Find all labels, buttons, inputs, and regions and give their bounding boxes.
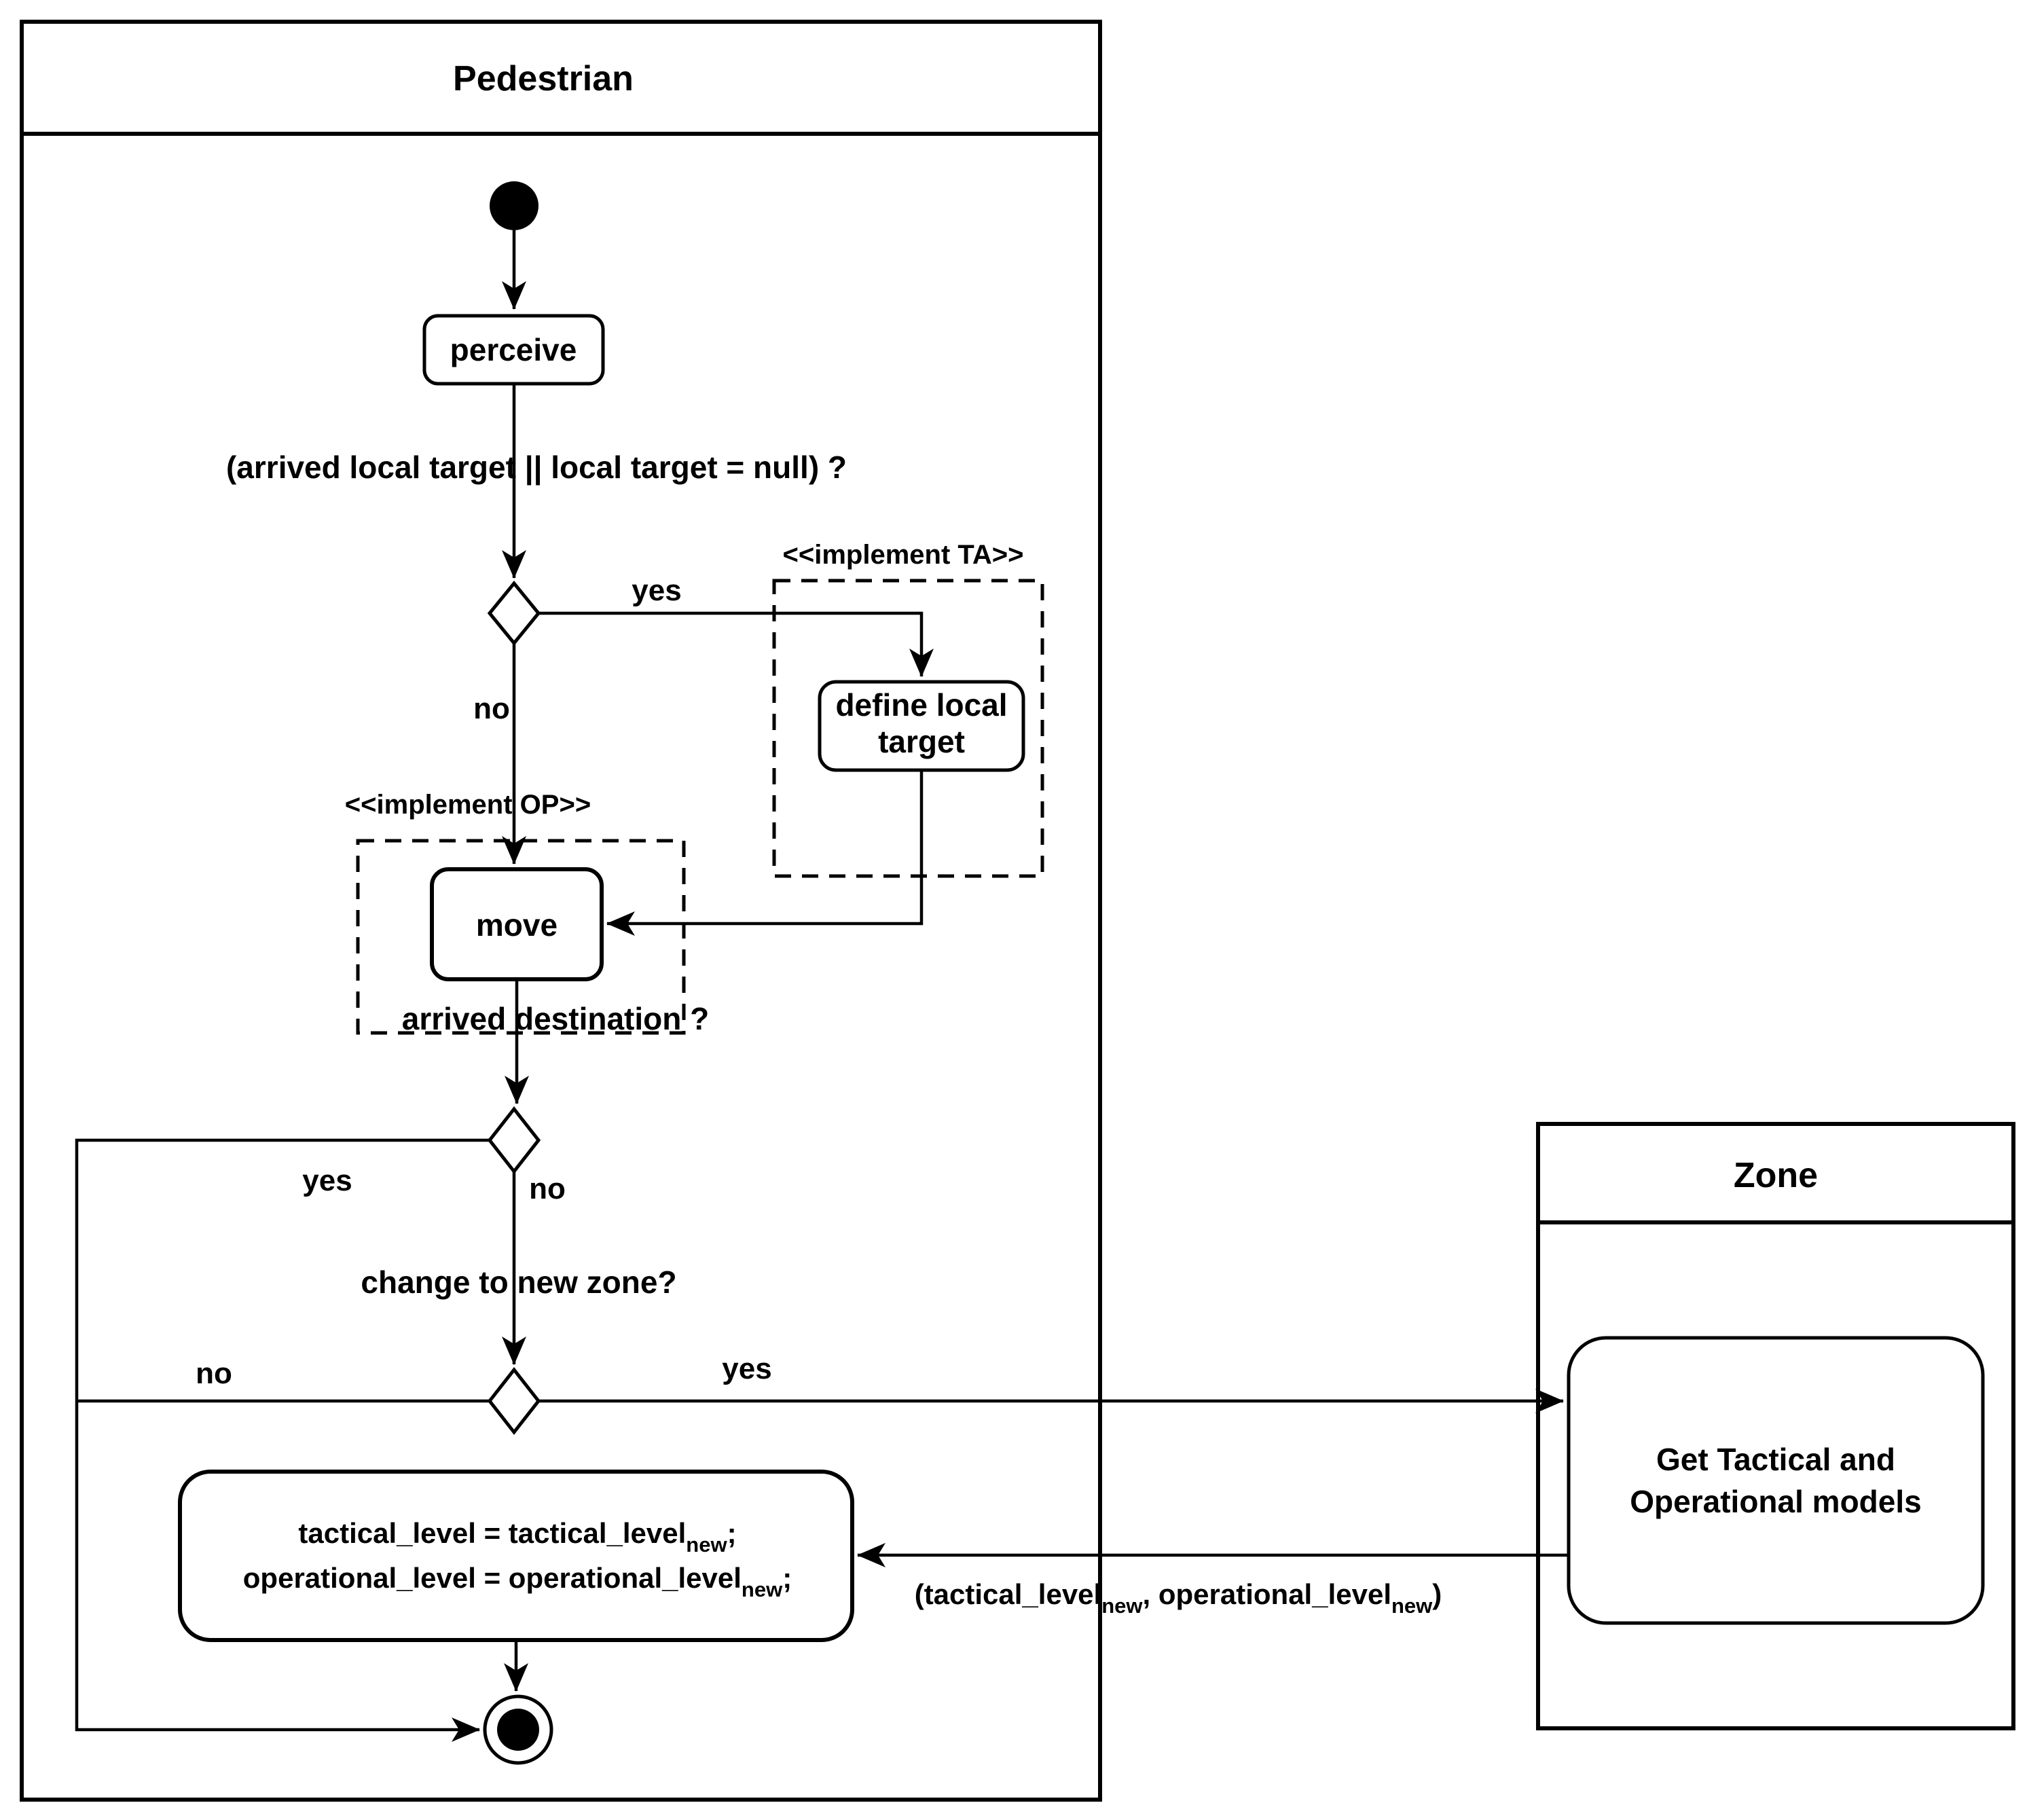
decision2-yes-label: yes: [302, 1164, 352, 1197]
zone-partition: [1536, 1122, 2015, 1730]
define-local-target-label-line1: define local: [835, 687, 1007, 723]
edge-decision1-yes-to-define: [538, 611, 934, 677]
final-node-inner: [497, 1709, 539, 1751]
return-label-sub1: new: [1101, 1594, 1143, 1618]
decision1-no-label: no: [473, 692, 510, 725]
decision2-no-label: no: [529, 1172, 566, 1205]
assign-levels-line1: tactical_level = tactical_levelnew;: [298, 1517, 736, 1557]
decision1-yes-label: yes: [632, 574, 681, 607]
activity-get-models: [1567, 1336, 1985, 1625]
edge-decision2-yes-to-end: [75, 1138, 490, 1742]
decision2-arrived-destination: [487, 1106, 541, 1175]
assign-line1-end: ;: [727, 1517, 737, 1549]
define-local-target-label-line2: target: [878, 724, 965, 759]
zone-partition-title: Zone: [1734, 1156, 1818, 1195]
implement-ta-region: [772, 579, 1044, 878]
assign-line1-main: tactical_level = tactical_level: [298, 1517, 686, 1549]
decision1-local-target: [487, 581, 541, 646]
implement-op-stereotype-label: <<implement OP>>: [345, 790, 591, 820]
get-models-label-line1: Get Tactical and: [1656, 1442, 1895, 1477]
activity-assign-levels: [178, 1470, 854, 1642]
return-parameters-label: (tactical_levelnew, operational_levelnew…: [915, 1578, 1442, 1618]
return-label-part1: (tactical_level: [915, 1578, 1102, 1610]
move-label: move: [476, 907, 558, 943]
edge-define-to-move: [606, 770, 924, 936]
condition-arrived-destination: arrived destination ?: [402, 1001, 709, 1036]
return-label-part3: ): [1432, 1578, 1442, 1610]
activity-define-local-target: [818, 680, 1025, 772]
get-models-label-line2: Operational models: [1630, 1484, 1921, 1519]
assign-line2-main: operational_level = operational_level: [243, 1562, 742, 1594]
implement-op-region: [356, 839, 686, 1035]
implement-ta-stereotype-label: <<implement TA>>: [783, 540, 1024, 570]
initial-node: [490, 181, 538, 230]
assign-line1-subscript: new: [686, 1533, 727, 1557]
pedestrian-partition: [20, 20, 1102, 1802]
assign-line2-end: ;: [782, 1562, 792, 1594]
assign-line2-subscript: new: [742, 1578, 783, 1601]
activity-move: [430, 867, 604, 981]
activity-perceive: [422, 314, 605, 386]
decision3-no-label: no: [196, 1357, 232, 1390]
assign-levels-line2: operational_level = operational_levelnew…: [243, 1562, 792, 1601]
return-label-part2: , operational_level: [1143, 1578, 1391, 1610]
return-label-sub2: new: [1391, 1594, 1433, 1618]
decision3-yes-label: yes: [722, 1352, 771, 1385]
decision3-change-zone: [487, 1366, 541, 1436]
perceive-label: perceive: [450, 332, 577, 367]
condition-change-zone: change to new zone?: [361, 1264, 676, 1300]
pedestrian-partition-title: Pedestrian: [453, 59, 634, 98]
condition-local-target: (arrived local target || local target = …: [226, 450, 847, 485]
